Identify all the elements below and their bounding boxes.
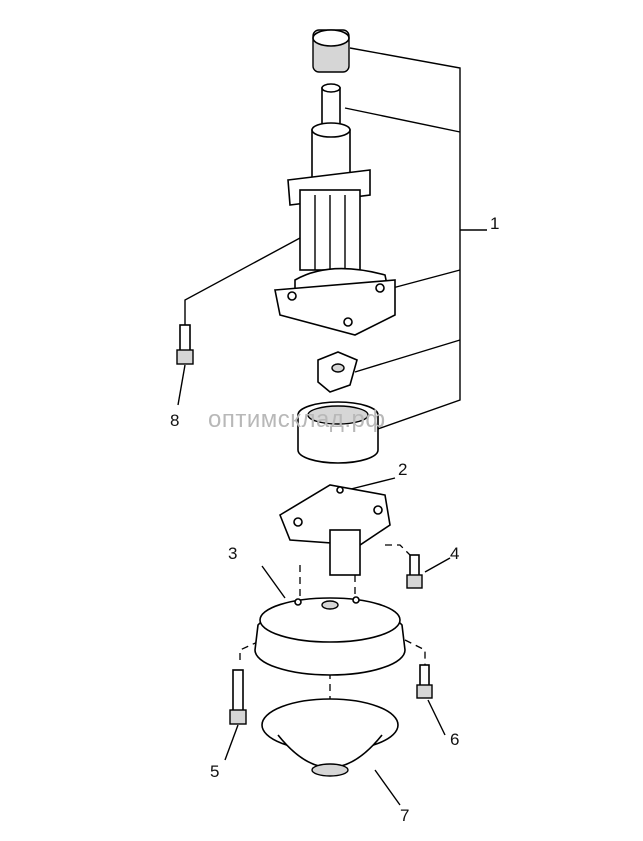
pump-cover <box>279 484 391 576</box>
bolt-6 <box>416 664 433 699</box>
outer-rotor <box>297 401 379 464</box>
drive-gear <box>312 29 350 73</box>
callout-1: 1 <box>490 214 500 233</box>
bolts <box>176 324 433 725</box>
callout-8: 8 <box>170 411 180 430</box>
callout-5: 5 <box>210 762 220 781</box>
callout-7: 7 <box>400 806 410 825</box>
oil-pump-body <box>274 83 396 336</box>
bolt-4 <box>406 554 423 589</box>
screen-housing <box>254 596 406 676</box>
callout-3: 3 <box>228 544 238 563</box>
bolt-5 <box>229 669 247 725</box>
callout-4: 4 <box>450 544 460 563</box>
bolt-8 <box>176 324 194 365</box>
callout-2: 2 <box>398 460 408 479</box>
leader-lines <box>177 47 487 806</box>
watermark: оптимсклад.рф <box>208 406 386 433</box>
callout-6: 6 <box>450 730 460 749</box>
oil-strainer <box>261 698 399 777</box>
inner-rotor <box>317 351 358 393</box>
